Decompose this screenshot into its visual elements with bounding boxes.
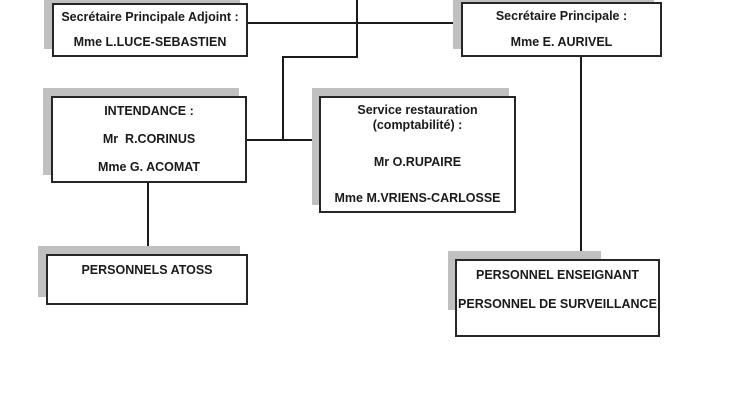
box-person: Mr R.CORINUS xyxy=(102,132,196,146)
box-secretaire-principale-adjoint: Secrétaire Principale Adjoint : Mme L.LU… xyxy=(52,3,248,57)
connector-step-vertical xyxy=(282,56,284,141)
box-service-restauration: Service restauration (comptabilité) : Mr… xyxy=(319,96,516,213)
box-person: Mme L.LUCE-SEBASTIEN xyxy=(73,35,227,49)
box-title: PERSONNEL DE SURVEILLANCE xyxy=(458,297,657,311)
box-title: Secrétaire Principale : xyxy=(495,9,628,23)
connector-principale-enseignant xyxy=(580,57,582,259)
box-personnels-atoss: PERSONNELS ATOSS xyxy=(46,254,248,305)
connector-step-horizontal xyxy=(283,56,358,58)
connector-intendance-atoss xyxy=(147,183,149,254)
box-title-line1: Service restauration xyxy=(357,103,478,117)
box-title: PERSONNEL ENSEIGNANT xyxy=(476,268,639,282)
connector-top-horizontal xyxy=(248,22,461,24)
box-title: PERSONNELS ATOSS xyxy=(81,263,213,277)
box-person: Mme G. ACOMAT xyxy=(97,160,201,174)
box-secretaire-principale: Secrétaire Principale : Mme E. AURIVEL xyxy=(461,2,662,57)
box-intendance: INTENDANCE : Mr R.CORINUS Mme G. ACOMAT xyxy=(51,96,247,183)
connector-intendance-restauration xyxy=(247,139,319,141)
box-title: INTENDANCE : xyxy=(104,104,194,118)
box-title: Secrétaire Principale Adjoint : xyxy=(61,10,239,24)
box-personnel-enseignant-surveillance: PERSONNEL ENSEIGNANT PERSONNEL DE SURVEI… xyxy=(455,259,660,337)
box-person: Mme E. AURIVEL xyxy=(510,35,613,49)
box-title-line2: (comptabilité) : xyxy=(372,118,463,132)
box-person: Mme M.VRIENS-CARLOSSE xyxy=(334,191,501,205)
box-title: Service restauration (comptabilité) : xyxy=(357,103,477,133)
box-person: Mr O.RUPAIRE xyxy=(373,154,462,169)
connector-parent-vertical xyxy=(356,0,358,58)
